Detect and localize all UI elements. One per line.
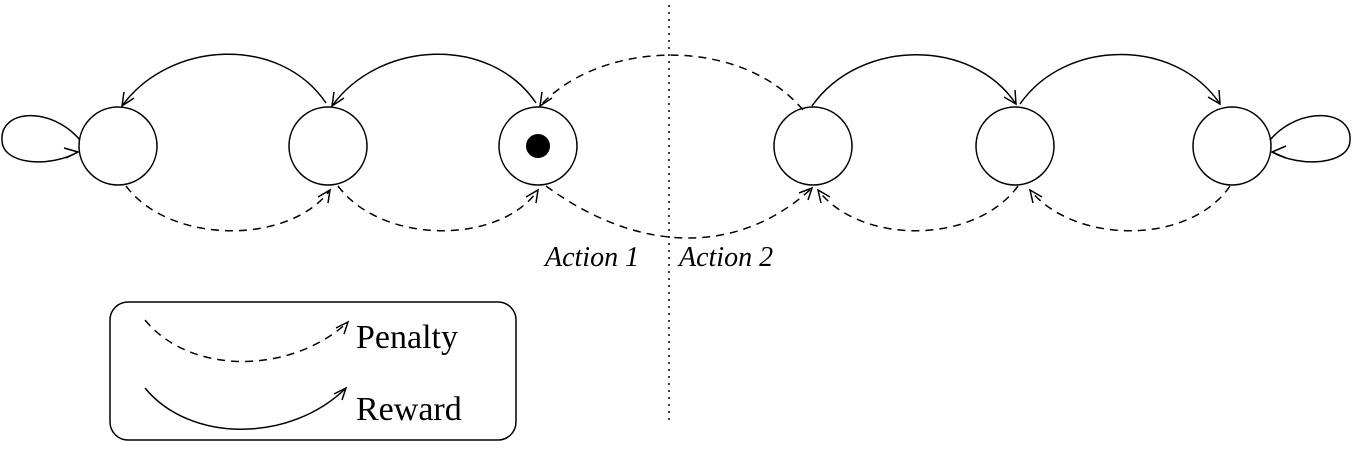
action-2-label: Action 2 [677,242,773,273]
penalty-arc-4-to-3 [539,54,804,111]
current-state-marker [526,134,550,158]
arrowhead [798,186,814,201]
self-loop-state-6 [1269,114,1351,163]
action-1-label: Action 1 [543,242,639,273]
reward-arc-5-to-6 [1019,53,1221,105]
arrowhead [333,386,348,401]
arrowhead [1270,145,1287,159]
arrowhead [317,188,331,204]
arrowhead [816,188,831,204]
arrowhead [331,91,345,108]
legend-penalty-label: Penalty [356,319,458,356]
penalty-arc-6-to-5 [1029,185,1231,232]
legend: Penalty Reward [109,301,517,441]
legend-reward-label: Reward [356,391,462,428]
state-4 [773,106,853,186]
arrowhead [539,91,553,108]
legend-box [109,301,517,441]
arrowhead [1028,188,1043,204]
state-3 [498,106,578,186]
arrowhead [1003,89,1017,106]
states [78,106,1272,186]
arrowhead [63,147,81,159]
state-2 [288,106,368,186]
penalty-arc-5-to-4 [817,185,1019,232]
state-5 [975,106,1055,186]
self-loop-state-1 [1,114,81,163]
penalty-arc-1-to-2 [125,185,331,232]
reward-arc-2-to-1 [121,53,327,107]
arrowhead [335,320,350,335]
arrowhead [525,188,539,204]
arrowhead [121,91,135,108]
reward-arc-3-to-2 [331,53,537,107]
state-6 [1192,106,1272,186]
reward-arc-4-to-5 [811,54,1017,107]
penalty-arc-2-to-3 [337,185,539,232]
legend-penalty-line [144,319,349,363]
state-1 [78,106,158,186]
arrowhead [1207,89,1221,106]
legend-reward-line [144,387,347,430]
penalty-arc-3-to-4 [545,185,813,239]
